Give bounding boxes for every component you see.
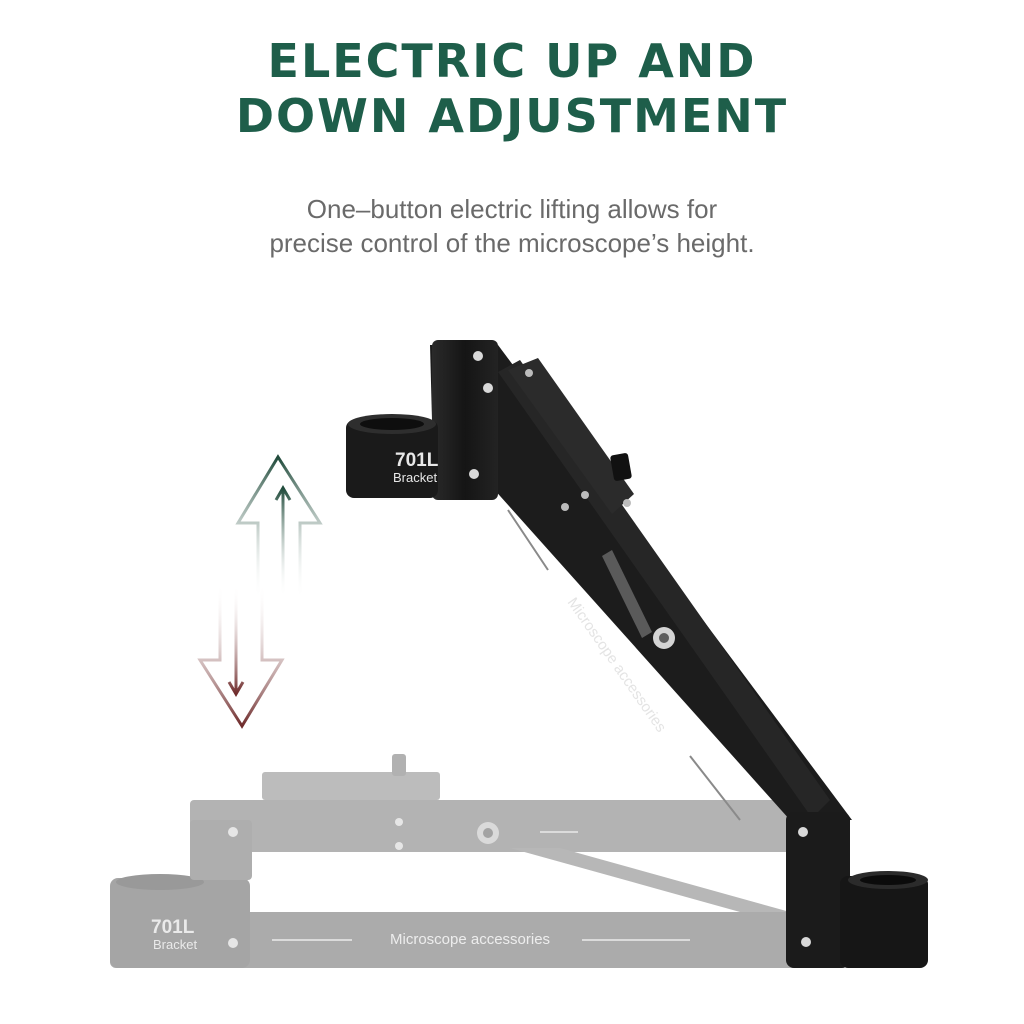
up-arrow-icon	[235, 454, 323, 602]
subtitle-line-1: One–button electric lifting allows for	[306, 194, 718, 224]
lowered-model-label: 701L	[151, 917, 195, 938]
headline-line-2: DOWN ADJUSTMENT	[235, 89, 789, 143]
raised-model-label: 701L	[395, 450, 439, 471]
lowered-engraving-label: Microscope accessories	[390, 931, 550, 948]
subtitle-line-2: precise control of the microscope’s heig…	[269, 228, 755, 258]
subtitle: One–button electric lifting allows for p…	[0, 192, 1024, 260]
raised-name-label: Bracket	[393, 470, 437, 485]
down-arrow-icon	[197, 581, 285, 729]
headline-line-1: ELECTRIC UP AND	[267, 34, 757, 88]
headline: ELECTRIC UP AND DOWN ADJUSTMENT	[0, 34, 1024, 144]
bracket-raised: 701L Bracket Microscope accessories	[346, 340, 928, 968]
lowered-name-label: Bracket	[153, 937, 197, 952]
bracket-lowered: 701L Bracket Microscope accessories	[110, 754, 810, 968]
